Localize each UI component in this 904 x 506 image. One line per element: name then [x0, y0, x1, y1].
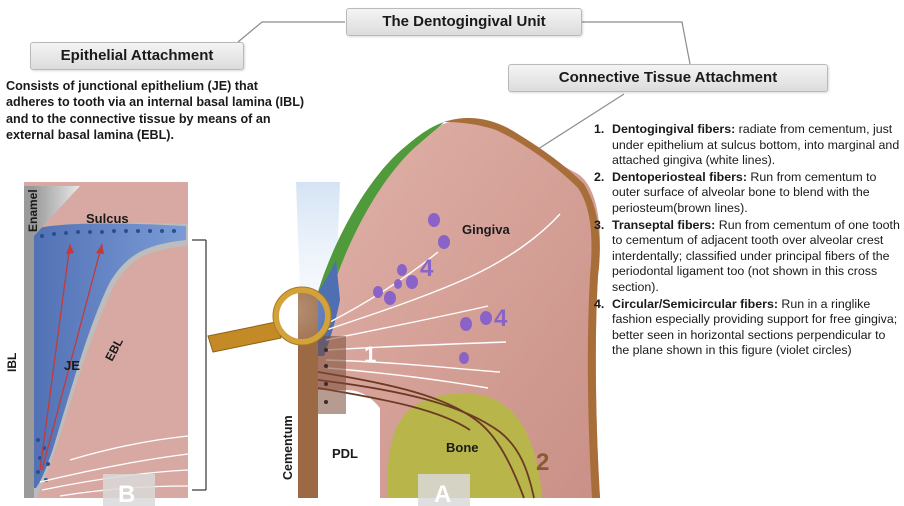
fiber-item: 2.Dentoperiosteal fibers: Run from cemen… — [594, 170, 900, 217]
two-label: 2 — [536, 449, 549, 476]
panel-b-letter: B — [118, 481, 135, 506]
je-label: JE — [64, 358, 80, 373]
gingiva-label: Gingiva — [462, 222, 510, 237]
enamel-label: Enamel — [26, 189, 40, 232]
panel-b-bracket — [192, 240, 206, 490]
fiber-number: 3. — [594, 218, 604, 234]
fiber-number: 1. — [594, 122, 604, 138]
cementum-label: Cementum — [281, 415, 295, 480]
sulcus-label: Sulcus — [86, 211, 129, 226]
ibl-label: IBL — [5, 353, 19, 372]
fiber-item: 1.Dentogingival fibers: radiate from cem… — [594, 122, 900, 169]
fiber-number: 2. — [594, 170, 604, 186]
pdl-label: PDL — [332, 446, 358, 461]
panel-b: Enamel Sulcus JE EBL IBL B — [5, 182, 188, 506]
fiber-item: 4.Circular/Semicircular fibers: Run in a… — [594, 297, 900, 359]
one-label: 1 — [364, 342, 376, 367]
four-label-right: 4 — [494, 305, 508, 332]
panel-a-shaded-rect — [318, 336, 346, 414]
connective-tissue-heading: Connective Tissue Attachment — [508, 64, 828, 92]
epithelial-attachment-description: Consists of junctional epithelium (JE) t… — [6, 78, 306, 144]
fiber-name: Transeptal fibers: — [612, 218, 715, 232]
fiber-item: 3.Transeptal fibers: Run from cementum o… — [594, 218, 900, 296]
epithelial-attachment-heading: Epithelial Attachment — [30, 42, 244, 70]
fiber-name: Dentogingival fibers: — [612, 122, 735, 136]
magnifier-handle — [208, 322, 281, 352]
fiber-list: 1.Dentogingival fibers: radiate from cem… — [594, 122, 900, 360]
magnifier-icon — [208, 287, 331, 352]
diagram-title: The Dentogingival Unit — [346, 8, 582, 36]
panel-a-letter: A — [434, 481, 451, 506]
bone-label: Bone — [446, 440, 479, 455]
fiber-number: 4. — [594, 297, 604, 313]
fiber-name: Dentoperiosteal fibers: — [612, 170, 747, 184]
magnifier-lens — [276, 290, 328, 342]
four-label-top: 4 — [420, 255, 434, 282]
fiber-name: Circular/Semicircular fibers: — [612, 297, 778, 311]
